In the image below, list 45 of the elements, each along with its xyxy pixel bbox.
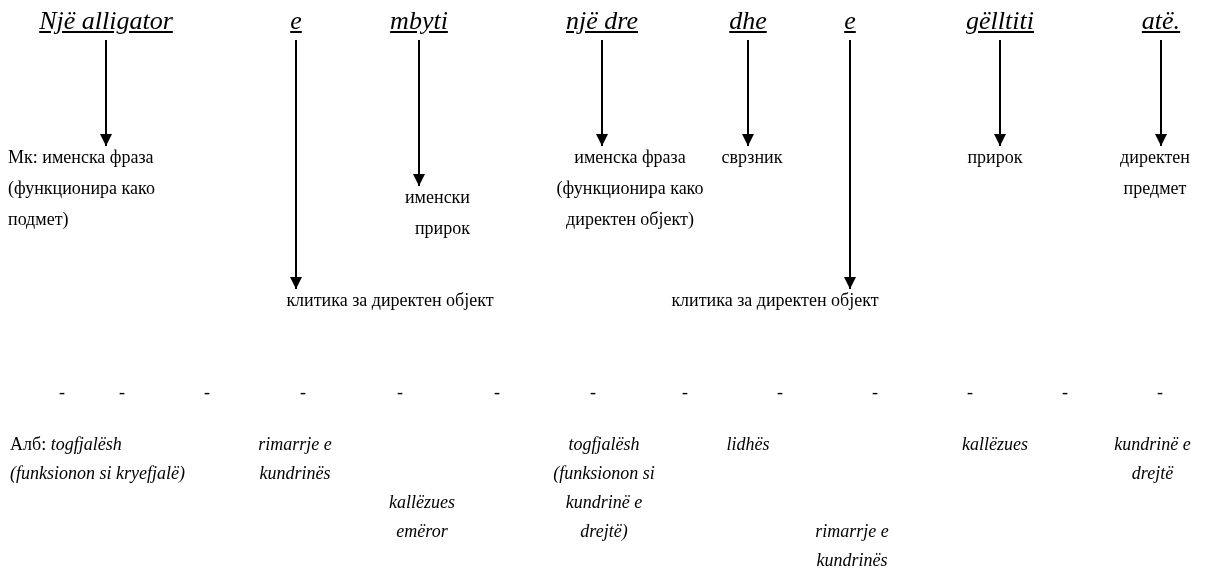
word-text: e bbox=[284, 5, 308, 37]
dash: - bbox=[681, 381, 689, 404]
gloss-label: именска фраза (функционира како директен објект) bbox=[545, 142, 715, 235]
gloss-label: прирок bbox=[955, 142, 1035, 173]
gloss-text: rimarrje e kundrinës bbox=[814, 520, 890, 572]
gloss-text: kundrinë e drejtë bbox=[1113, 433, 1192, 485]
gloss-label: клитика за директен објект bbox=[640, 285, 910, 316]
arrow bbox=[742, 39, 754, 147]
dash: - bbox=[396, 381, 404, 404]
dash: - bbox=[493, 381, 501, 404]
arrow bbox=[596, 39, 608, 147]
dash: - bbox=[776, 381, 784, 404]
dash: - bbox=[58, 381, 66, 404]
arrow bbox=[290, 39, 302, 290]
arrow bbox=[994, 39, 1006, 147]
word-text: dhe bbox=[720, 5, 776, 37]
dash: - bbox=[589, 381, 597, 404]
gloss-text: Алб: togfjalësh (funksionon si kryefjalë) bbox=[10, 433, 186, 485]
gloss-label: клитика за директен објект bbox=[260, 285, 520, 316]
dash: - bbox=[203, 381, 211, 404]
dash: - bbox=[966, 381, 974, 404]
gloss-text: rimarrje e kundrinës bbox=[257, 433, 333, 485]
word-text: gëlltiti bbox=[953, 5, 1047, 37]
arrow bbox=[100, 39, 112, 147]
gloss-label: Мк: именска фраза (функционира како подмет) bbox=[8, 142, 180, 235]
gloss-label: директен предмет bbox=[1105, 142, 1205, 204]
gloss-text: kallëzues emëror bbox=[388, 491, 456, 543]
gloss-text: lidhës bbox=[725, 433, 771, 456]
dash: - bbox=[1156, 381, 1164, 404]
word-text: Një alligator bbox=[18, 5, 194, 37]
arrow bbox=[1155, 39, 1167, 147]
dash: - bbox=[118, 381, 126, 404]
gloss-text: kallëzues bbox=[961, 433, 1029, 456]
word-text: mbyti bbox=[378, 5, 460, 37]
word-text: e bbox=[838, 5, 862, 37]
dash: - bbox=[871, 381, 879, 404]
arrow bbox=[844, 39, 856, 290]
word-text: atë. bbox=[1132, 5, 1190, 37]
arrow bbox=[413, 39, 425, 187]
dash: - bbox=[299, 381, 307, 404]
gloss-label: сврзник bbox=[716, 142, 788, 173]
dash: - bbox=[1061, 381, 1069, 404]
gloss-label: именски прирок bbox=[375, 182, 470, 244]
word-text: një dre bbox=[553, 5, 651, 37]
gloss-text: togfjalësh (funksionon si kundrinë e drejtë) bbox=[552, 433, 656, 543]
